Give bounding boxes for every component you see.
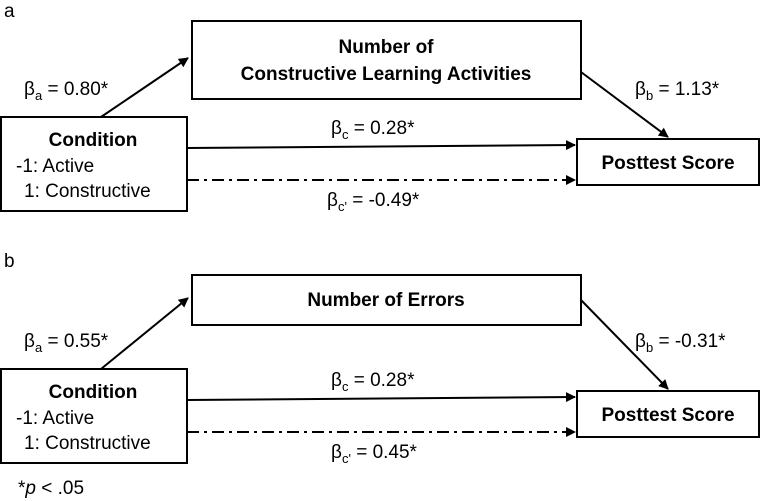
mediator-label-line1-b: Number of Errors xyxy=(307,290,464,311)
path-c-arrow-a xyxy=(186,140,576,151)
mediator-box-a xyxy=(191,20,582,100)
path-a-arrow-a xyxy=(100,57,189,118)
coef-c-prime-b: βc' = 0.45* xyxy=(331,442,418,466)
coef-a-b: βa = 0.55* xyxy=(24,331,109,355)
panel-b: b Number of Errors Condition -1: Active … xyxy=(0,251,760,466)
condition-title-a: Condition xyxy=(49,130,138,151)
path-b-arrow-a xyxy=(580,71,669,138)
outcome-box-b xyxy=(576,390,760,438)
condition-level1-a: -1: Active xyxy=(16,156,94,177)
panel-label-b: b xyxy=(4,251,15,272)
path-c-arrow-b xyxy=(186,392,576,403)
coef-b-a: βb = 1.13* xyxy=(635,79,720,103)
condition-level2-b: 1: Constructive xyxy=(24,433,151,454)
path-a-arrow-b xyxy=(100,297,189,370)
significance-footnote: *p < .05 xyxy=(18,478,84,499)
coef-c-prime-a: βc' = -0.49* xyxy=(327,190,420,214)
condition-box-a xyxy=(0,116,188,212)
coef-c-b: βc = 0.28* xyxy=(331,370,415,394)
path-b-arrow-b xyxy=(580,299,669,390)
condition-title-b: Condition xyxy=(49,382,138,403)
condition-box-b xyxy=(0,368,188,464)
condition-level1-b: -1: Active xyxy=(16,408,94,429)
outcome-box-a xyxy=(576,138,760,186)
coef-b-b: βb = -0.31* xyxy=(635,331,726,355)
outcome-label-b: Posttest Score xyxy=(601,405,734,426)
panel-label-a: a xyxy=(4,1,15,22)
coef-a-a: βa = 0.80* xyxy=(24,79,109,103)
coef-c-a: βc = 0.28* xyxy=(331,118,415,142)
panel-a: a Number of Constructive Learning Activi… xyxy=(0,1,760,214)
mediator-label-line1-a: Number of xyxy=(339,37,435,58)
mediator-label-line2-a: Constructive Learning Activities xyxy=(241,64,532,85)
outcome-label-a: Posttest Score xyxy=(601,153,734,174)
condition-level2-a: 1: Constructive xyxy=(24,181,151,202)
